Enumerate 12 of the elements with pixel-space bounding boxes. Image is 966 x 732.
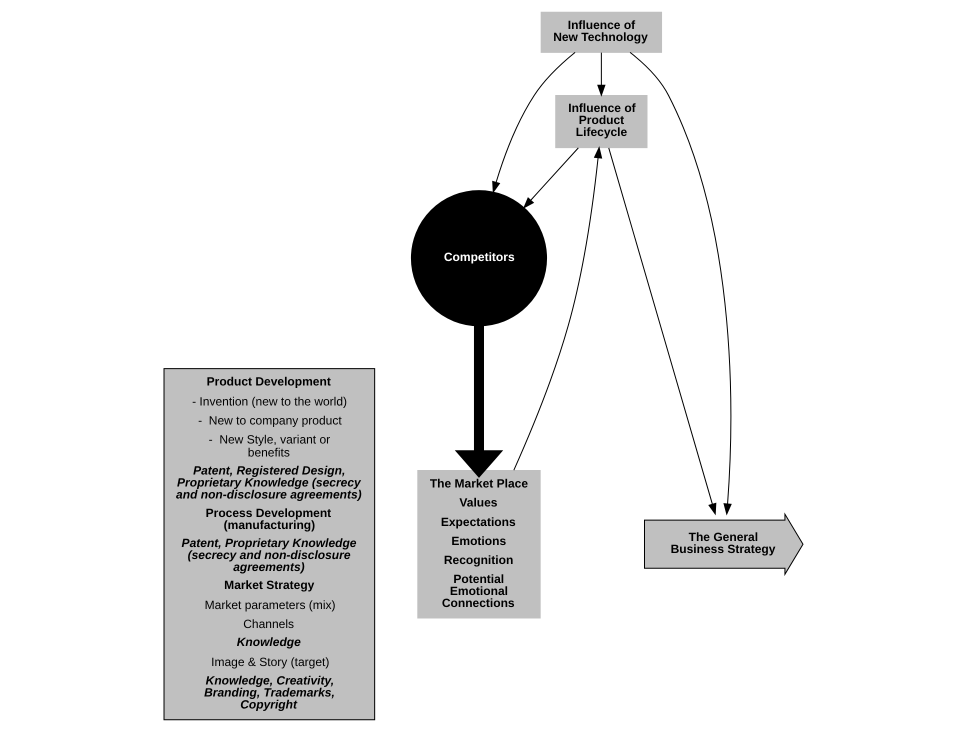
arrow xyxy=(492,52,575,194)
arrow xyxy=(454,326,503,478)
node-box: The Market Place Values Expectations Emotions Recognition Potential Emotional Connections xyxy=(416,470,540,618)
arrow xyxy=(512,146,602,470)
arrow xyxy=(629,52,732,516)
arrow xyxy=(608,148,716,516)
node-box: Product Development - Invention (new to the world) - New to company product - New Style, variant or benefits Patent, Registered Design, Proprietary Knowledge (secrecy and non-disclosure agreements) Process Development (manufacturing) Patent, Proprietary Knowledge (secrecy and non-disclosure agreements) Market Strategy Market parameters (mix) Channels Knowledge Image & Story (target) Knowledge, Creativity, Branding, Trademarks, Copyright xyxy=(163,368,375,720)
node-box: Influence of New Technology xyxy=(540,12,662,53)
arrow xyxy=(596,52,606,97)
node-box: Influence of Product Lifecycle xyxy=(554,94,647,148)
arrow xyxy=(522,148,578,209)
node-circle: Competitors xyxy=(410,190,547,326)
